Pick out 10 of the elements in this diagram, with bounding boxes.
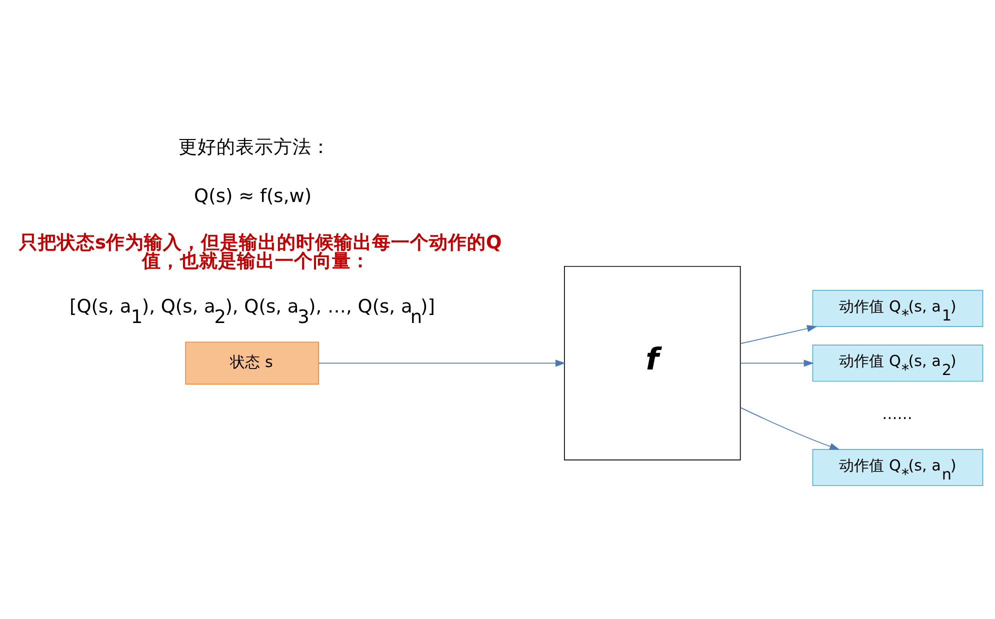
arrow: [740, 407, 840, 450]
label: 只把状态s作为输入，但是输出的时候输出每一个动作的Q值，也就是输出一个向量：: [18, 232, 502, 272]
node-box: f: [564, 266, 741, 460]
arrow: [740, 360, 814, 367]
arrow: [740, 325, 818, 344]
label: Q(s) ≈ f(s,w): [194, 186, 312, 208]
label: 更好的表示方法：: [178, 137, 330, 158]
label: ……: [882, 405, 912, 424]
arrow: [318, 360, 566, 367]
node-box: 状态 s: [185, 342, 320, 385]
